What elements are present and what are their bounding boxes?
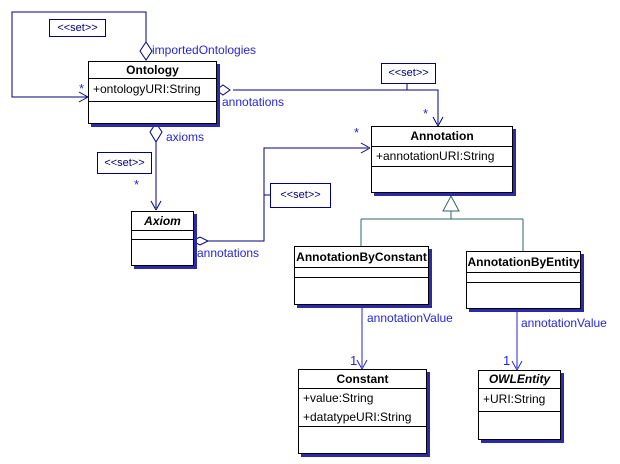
label-imported-ontologies: importedOntologies: [152, 43, 257, 57]
open-arrow-icon: [78, 91, 89, 103]
class-owl-entity-operations: [479, 411, 560, 439]
class-annotation-by-constant-attributes: [295, 267, 428, 277]
class-owl-entity-name: OWLEntity: [488, 372, 551, 386]
class-ontology-attribute: +ontologyURI:String: [93, 82, 201, 96]
class-axiom-name: Axiom: [144, 214, 181, 228]
multiplicity-annotations-axiom: *: [354, 125, 360, 140]
class-axiom-operations: [132, 239, 193, 265]
class-annotation-by-entity-attributes: [467, 272, 580, 282]
open-arrow-icon: [356, 359, 368, 370]
class-constant-attribute: +value:String: [303, 391, 374, 405]
class-annotation-by-constant: AnnotationByConstant: [294, 246, 429, 305]
association-imported-ontologies-path: [11, 11, 147, 98]
stereotype-set-axioms: <<set>>: [97, 152, 152, 174]
label-axioms: axioms: [166, 130, 205, 144]
class-owl-entity: OWLEntity +URI:String: [478, 370, 561, 440]
class-annotation-by-constant-name: AnnotationByConstant: [296, 250, 427, 264]
association-imported-ontologies: [11, 11, 153, 103]
association-annotations-ontology-path: [233, 89, 439, 124]
label-annotation-value-right: annotationValue: [521, 316, 607, 330]
class-owl-entity-attribute: +URI:String: [483, 392, 546, 406]
open-arrow-icon: [150, 200, 162, 211]
aggregation-diamond-icon: [190, 236, 210, 246]
class-ontology: Ontology +ontologyURI:String: [88, 61, 217, 124]
class-ontology-operations: [89, 101, 216, 123]
generalization-triangle-icon: [442, 194, 460, 212]
class-annotation-by-constant-operations: [295, 277, 428, 304]
class-annotation-by-entity-operations: [467, 282, 580, 308]
open-arrow-icon: [432, 116, 444, 127]
multiplicity-annotation-value-right: 1: [503, 353, 511, 368]
aggregation-diamond-icon: [149, 122, 163, 143]
generalization-path: [360, 211, 524, 251]
class-constant-attribute: +datatypeURI:String: [303, 410, 412, 424]
label-annotations-axiom: annotations: [197, 246, 260, 260]
open-arrow-icon: [360, 142, 371, 154]
class-annotation: Annotation +annotationURI:String: [371, 126, 513, 193]
label-annotation-value-left: annotationValue: [367, 311, 453, 325]
class-axiom-attributes: [132, 230, 193, 239]
class-annotation-attribute: +annotationURI:String: [376, 149, 495, 163]
association-annotations-ontology: [215, 84, 444, 127]
aggregation-diamond-icon: [139, 41, 153, 61]
class-annotation-operations: [372, 166, 512, 192]
class-annotation-by-entity-name: AnnotationByEntity: [467, 255, 580, 269]
multiplicity-annotation-value-left: 1: [350, 353, 358, 368]
generalization-lines: [360, 194, 524, 251]
stereotype-set-annotations-ontology: <<set>>: [381, 63, 436, 84]
class-annotation-by-entity: AnnotationByEntity: [466, 251, 581, 309]
aggregation-diamond-icon: [215, 84, 231, 96]
multiplicity-axioms: *: [134, 177, 140, 192]
association-annotation-value-right: [511, 307, 523, 371]
class-ontology-name: Ontology: [126, 63, 179, 77]
association-axioms: [149, 122, 163, 211]
class-constant-name: Constant: [336, 372, 389, 386]
class-constant-operations: [299, 426, 426, 453]
association-annotation-value-left: [356, 303, 368, 370]
label-annotations-ontology: annotations: [222, 95, 285, 109]
multiplicity-imported-ontologies: *: [79, 81, 85, 96]
class-annotation-name: Annotation: [410, 129, 474, 143]
association-annotations-axiom: [190, 142, 371, 246]
stereotype-set-imported-ontologies: <<set>>: [49, 19, 106, 37]
multiplicity-annotations-ontology: *: [423, 106, 429, 121]
open-arrow-icon: [511, 360, 523, 371]
class-constant: Constant +value:String +datatypeURI:Stri…: [298, 369, 427, 454]
class-axiom: Axiom: [131, 211, 194, 266]
stereotype-set-annotations-axiom: <<set>>: [270, 183, 331, 208]
